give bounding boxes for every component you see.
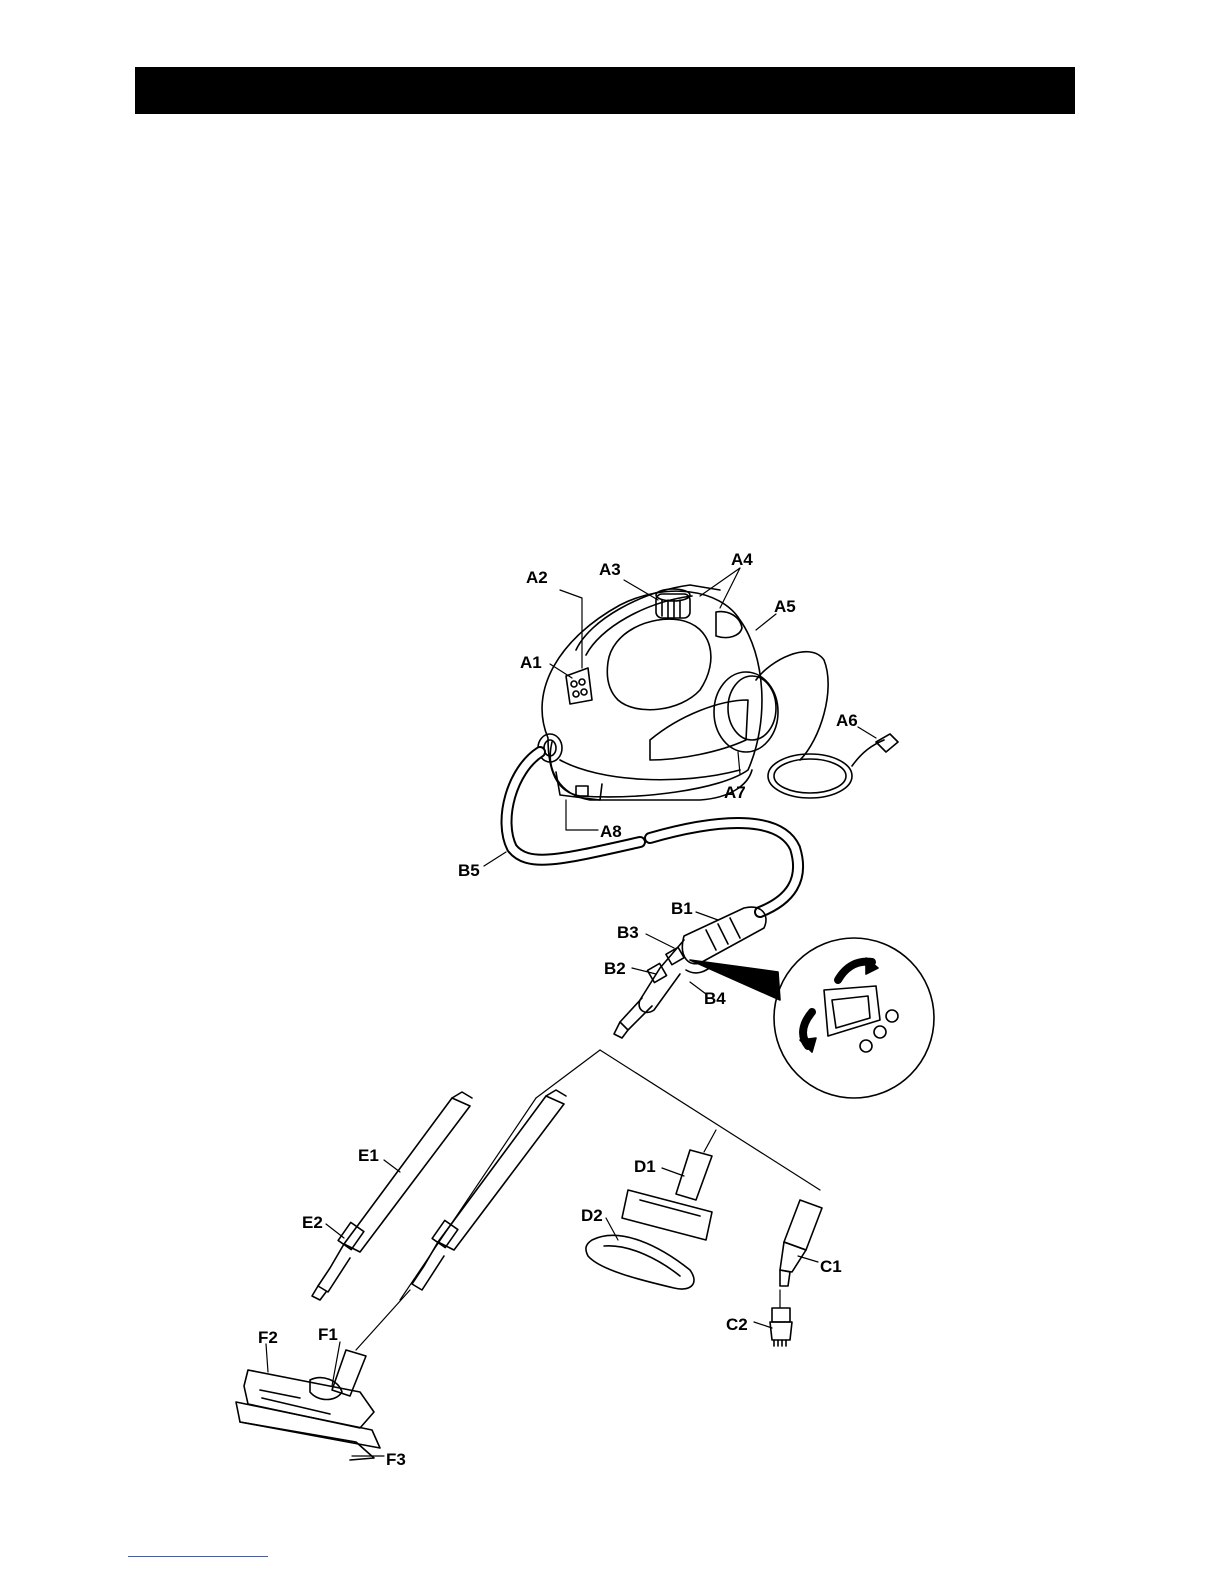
label-a8: A8 (600, 822, 622, 841)
terry-cover-illustration (586, 1235, 694, 1289)
round-brush-illustration (770, 1308, 792, 1346)
label-a5: A5 (774, 597, 796, 616)
label-a4: A4 (731, 550, 753, 569)
label-d1: D1 (634, 1157, 656, 1176)
label-a7: A7 (724, 783, 746, 802)
label-c2: C2 (726, 1315, 748, 1334)
switch-zoom-illustration (690, 938, 934, 1098)
connection-lines (356, 1050, 820, 1350)
power-cord-illustration (756, 652, 898, 798)
label-a1: A1 (520, 653, 542, 672)
label-e1: E1 (358, 1146, 379, 1165)
label-f1: F1 (318, 1325, 338, 1344)
label-b3: B3 (617, 923, 639, 942)
label-f3: F3 (386, 1450, 406, 1469)
main-unit-illustration (538, 585, 778, 800)
label-c1: C1 (820, 1257, 842, 1276)
label-a2: A2 (526, 568, 548, 587)
detail-nozzle-illustration (780, 1200, 822, 1286)
label-f2: F2 (258, 1328, 278, 1347)
label-b5: B5 (458, 861, 480, 880)
label-b1: B1 (671, 899, 693, 918)
footer-link-underline (128, 1556, 268, 1557)
label-d2: D2 (581, 1206, 603, 1225)
callout-labels: A1 A2 A3 A4 A5 A6 A7 A8 B1 B2 B3 B4 B5 C… (258, 550, 858, 1469)
label-a3: A3 (599, 560, 621, 579)
label-b4: B4 (704, 989, 726, 1008)
extension-tube-illustration (312, 1092, 472, 1300)
label-e2: E2 (302, 1213, 323, 1232)
label-a6: A6 (836, 711, 858, 730)
steam-hose-illustration (507, 752, 799, 912)
label-b2: B2 (604, 959, 626, 978)
floor-cloth-illustration (236, 1402, 380, 1460)
